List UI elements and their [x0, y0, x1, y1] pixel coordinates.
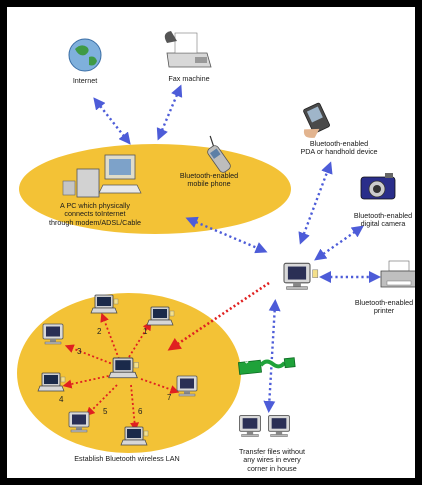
hub-computer-icon: [283, 262, 319, 290]
blue-links: [93, 84, 381, 413]
cable-icon: [237, 357, 296, 375]
lan-number-6: 6: [138, 407, 143, 416]
transfer-files-label: Transfer files without any wires in ever…: [238, 447, 306, 473]
printer-icon: [380, 260, 415, 288]
house-computer-left: [238, 415, 262, 438]
internet-label: Internet: [72, 76, 98, 85]
cable-label: $: [245, 359, 249, 365]
fax-machine-label: Fax machine: [168, 74, 210, 83]
pda-label: Bluetooth-enabled PDA or handhold device: [300, 139, 378, 157]
digital-camera-icon: [360, 173, 396, 200]
red-links: [62, 281, 270, 432]
mobile-phone-label: Bluetooth-enabled mobile phone: [179, 171, 239, 189]
lan-number-5: 5: [103, 407, 108, 416]
lan-number-2: 2: [97, 327, 102, 336]
diagram-canvas: [17, 31, 415, 453]
main-pc-icon: [62, 154, 142, 198]
lan-label: Establish Bluetooth wireless LAN: [74, 454, 180, 463]
house-computer-right: [267, 415, 291, 438]
main-pc-label: A PC which physically connects toInterne…: [49, 201, 141, 227]
lan-number-3: 3: [77, 347, 82, 356]
printer-label: Bluetooth-enabled printer: [354, 298, 414, 316]
lan-number-1: 1: [143, 327, 148, 336]
fax-machine-icon: [164, 31, 212, 68]
lan-number-4: 4: [59, 395, 64, 404]
mobile-phone-icon: [207, 135, 231, 173]
digital-camera-label: Bluetooth-enabled digital camera: [353, 211, 413, 229]
lan-number-7: 7: [167, 393, 172, 402]
internet-globe-icon: [68, 38, 102, 72]
pda-device-icon: [303, 102, 330, 138]
